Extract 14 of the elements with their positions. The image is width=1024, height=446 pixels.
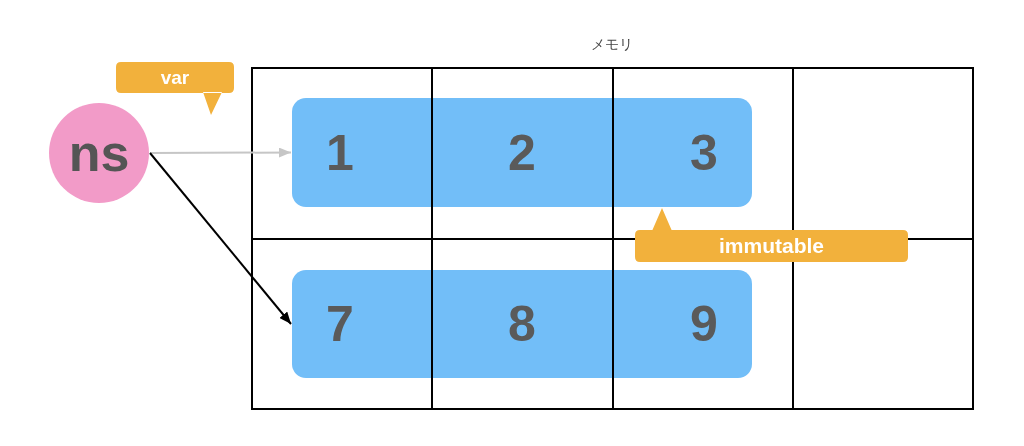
callout-text: var [160, 67, 190, 88]
arrow [149, 147, 292, 158]
arrow [149, 152, 292, 325]
array-value: 7 [326, 299, 354, 349]
array-block [292, 270, 752, 378]
array-block [292, 98, 752, 207]
array-value: 2 [508, 127, 536, 178]
callout-text: immutable [719, 234, 824, 258]
array-value: 3 [690, 127, 718, 178]
variable-circle: ns [49, 103, 149, 203]
array-value: 8 [508, 299, 536, 349]
array-value: 1 [326, 127, 354, 178]
array-value: 9 [690, 299, 718, 349]
memory-heading: メモリ [591, 37, 633, 53]
